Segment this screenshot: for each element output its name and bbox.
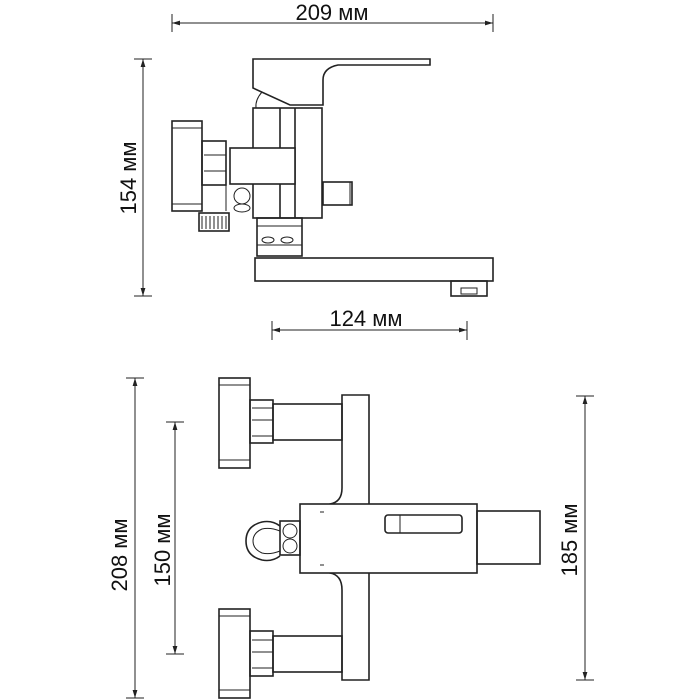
diverter-ring	[245, 520, 281, 562]
inlet-nut	[201, 140, 227, 186]
bottom-inlet-knob	[218, 608, 251, 699]
aerator	[450, 280, 488, 297]
spout-connector	[256, 217, 303, 257]
bottom-inlet-pipe	[272, 635, 343, 673]
dimension-209: 209 мм	[171, 0, 494, 32]
diverter-nut	[279, 520, 301, 556]
bottom-inlet-nut	[249, 630, 274, 677]
top-inlet-pipe	[272, 403, 343, 441]
dimension-154: 154 мм	[116, 58, 152, 297]
dimension-label-185: 185 мм	[557, 503, 582, 576]
dimension-label-124: 124 мм	[329, 306, 402, 331]
top-inlet-nut	[249, 399, 274, 444]
lever-handle	[252, 58, 431, 106]
top-view: 208 мм 150 мм 185 мм	[107, 377, 594, 699]
top-inlet-knob	[218, 377, 251, 469]
dimension-label-209: 209 мм	[295, 0, 368, 25]
side-view: 209 мм 154 мм	[116, 0, 494, 340]
inlet-knob	[171, 120, 203, 212]
spout	[254, 257, 494, 282]
dimension-label-154: 154 мм	[116, 141, 141, 214]
dimension-150: 150 мм	[150, 421, 184, 655]
dimension-185: 185 мм	[557, 395, 594, 681]
dimension-208: 208 мм	[107, 377, 144, 699]
lever-slot	[384, 514, 463, 534]
dimension-label-150: 150 мм	[150, 513, 175, 586]
thread-connector	[198, 212, 230, 232]
dimension-124: 124 мм	[271, 306, 468, 340]
diverter-button	[322, 181, 353, 206]
dimension-label-208: 208 мм	[107, 518, 132, 591]
inlet-pipe	[229, 147, 296, 185]
top-spout	[476, 510, 541, 565]
